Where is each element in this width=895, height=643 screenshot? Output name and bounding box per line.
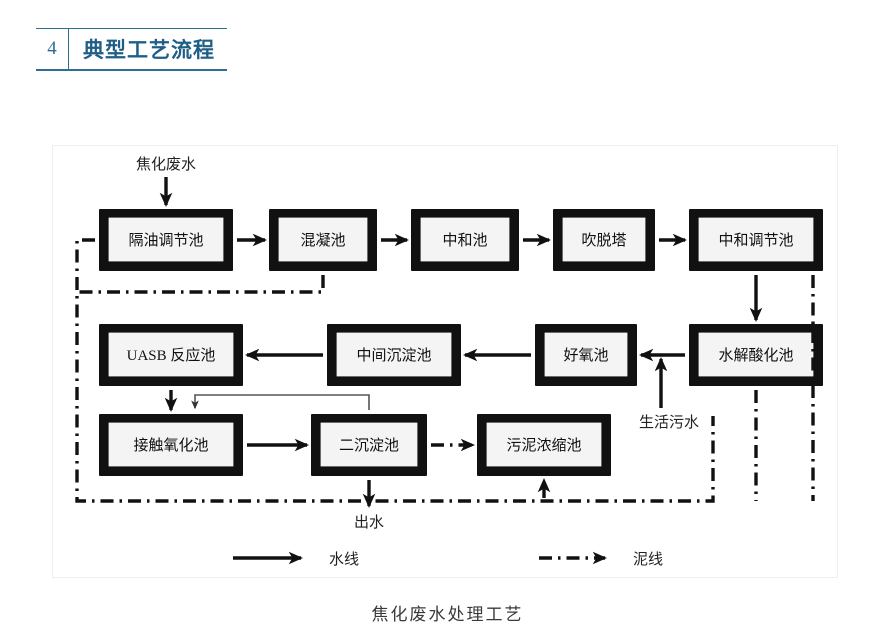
node-neutralization-regulating-tank: 中和调节池 [689,209,823,271]
page-title: 典型工艺流程 [83,39,215,62]
label-domestic-sewage: 生活污水 [639,414,699,431]
legend-water-line: 水线 [233,551,359,568]
legend-water-line-label: 水线 [329,551,359,568]
node-coagulation-tank: 混凝池 [269,209,377,271]
node-label: 好氧池 [563,347,608,364]
process-flow-diagram: 隔油调节池 混凝池 中和池 吹脱塔 中和调节池 UASB 反应池 中间沉淀池 好… [52,145,838,578]
node-label: 接触氧化池 [133,437,208,454]
legend-sludge-line: 泥线 [539,551,663,568]
node-label: 隔油调节池 [128,232,203,249]
node-label: UASB 反应池 [127,346,216,364]
flow-sludge-coagulation-drop [77,275,325,294]
node-label: 中和池 [442,232,487,249]
node-neutralization-tank: 中和池 [411,209,519,271]
legend-sludge-line-label: 泥线 [633,551,663,568]
section-header: 4 典型工艺流程 [36,28,227,71]
label-effluent: 出水 [354,514,384,531]
diagram-canvas: 隔油调节池 混凝池 中和池 吹脱塔 中和调节池 UASB 反应池 中间沉淀池 好… [75,156,823,568]
label-influent: 焦化废水 [136,156,196,173]
node-sludge-thickening-tank: 污泥浓缩池 [477,414,611,476]
node-label: 水解酸化池 [718,347,793,364]
node-label: 中和调节池 [718,232,793,249]
figure-caption: 焦化废水处理工艺 [371,605,524,624]
node-label: 吹脱塔 [581,232,626,249]
node-intermediate-sedimentation-tank: 中间沉淀池 [327,324,461,386]
node-hydrolysis-acidification-tank: 水解酸化池 [689,324,823,386]
flow-sludge-return-to-uasb [191,394,370,410]
node-label: 中间沉淀池 [356,347,431,364]
node-uasb-reactor: UASB 反应池 [99,324,243,386]
node-stripping-tower: 吹脱塔 [553,209,655,271]
flow-sludge-left-trunk [75,238,715,503]
node-contact-oxidation-tank: 接触氧化池 [99,414,243,476]
node-label: 二沉淀池 [339,437,399,454]
node-aerobic-tank: 好氧池 [535,324,637,386]
node-label: 污泥浓缩池 [506,437,581,454]
node-oil-separation-regulating-tank: 隔油调节池 [99,209,233,271]
node-secondary-sedimentation-tank: 二沉淀池 [311,414,427,476]
section-number: 4 [36,29,69,69]
node-label: 混凝池 [300,232,345,249]
